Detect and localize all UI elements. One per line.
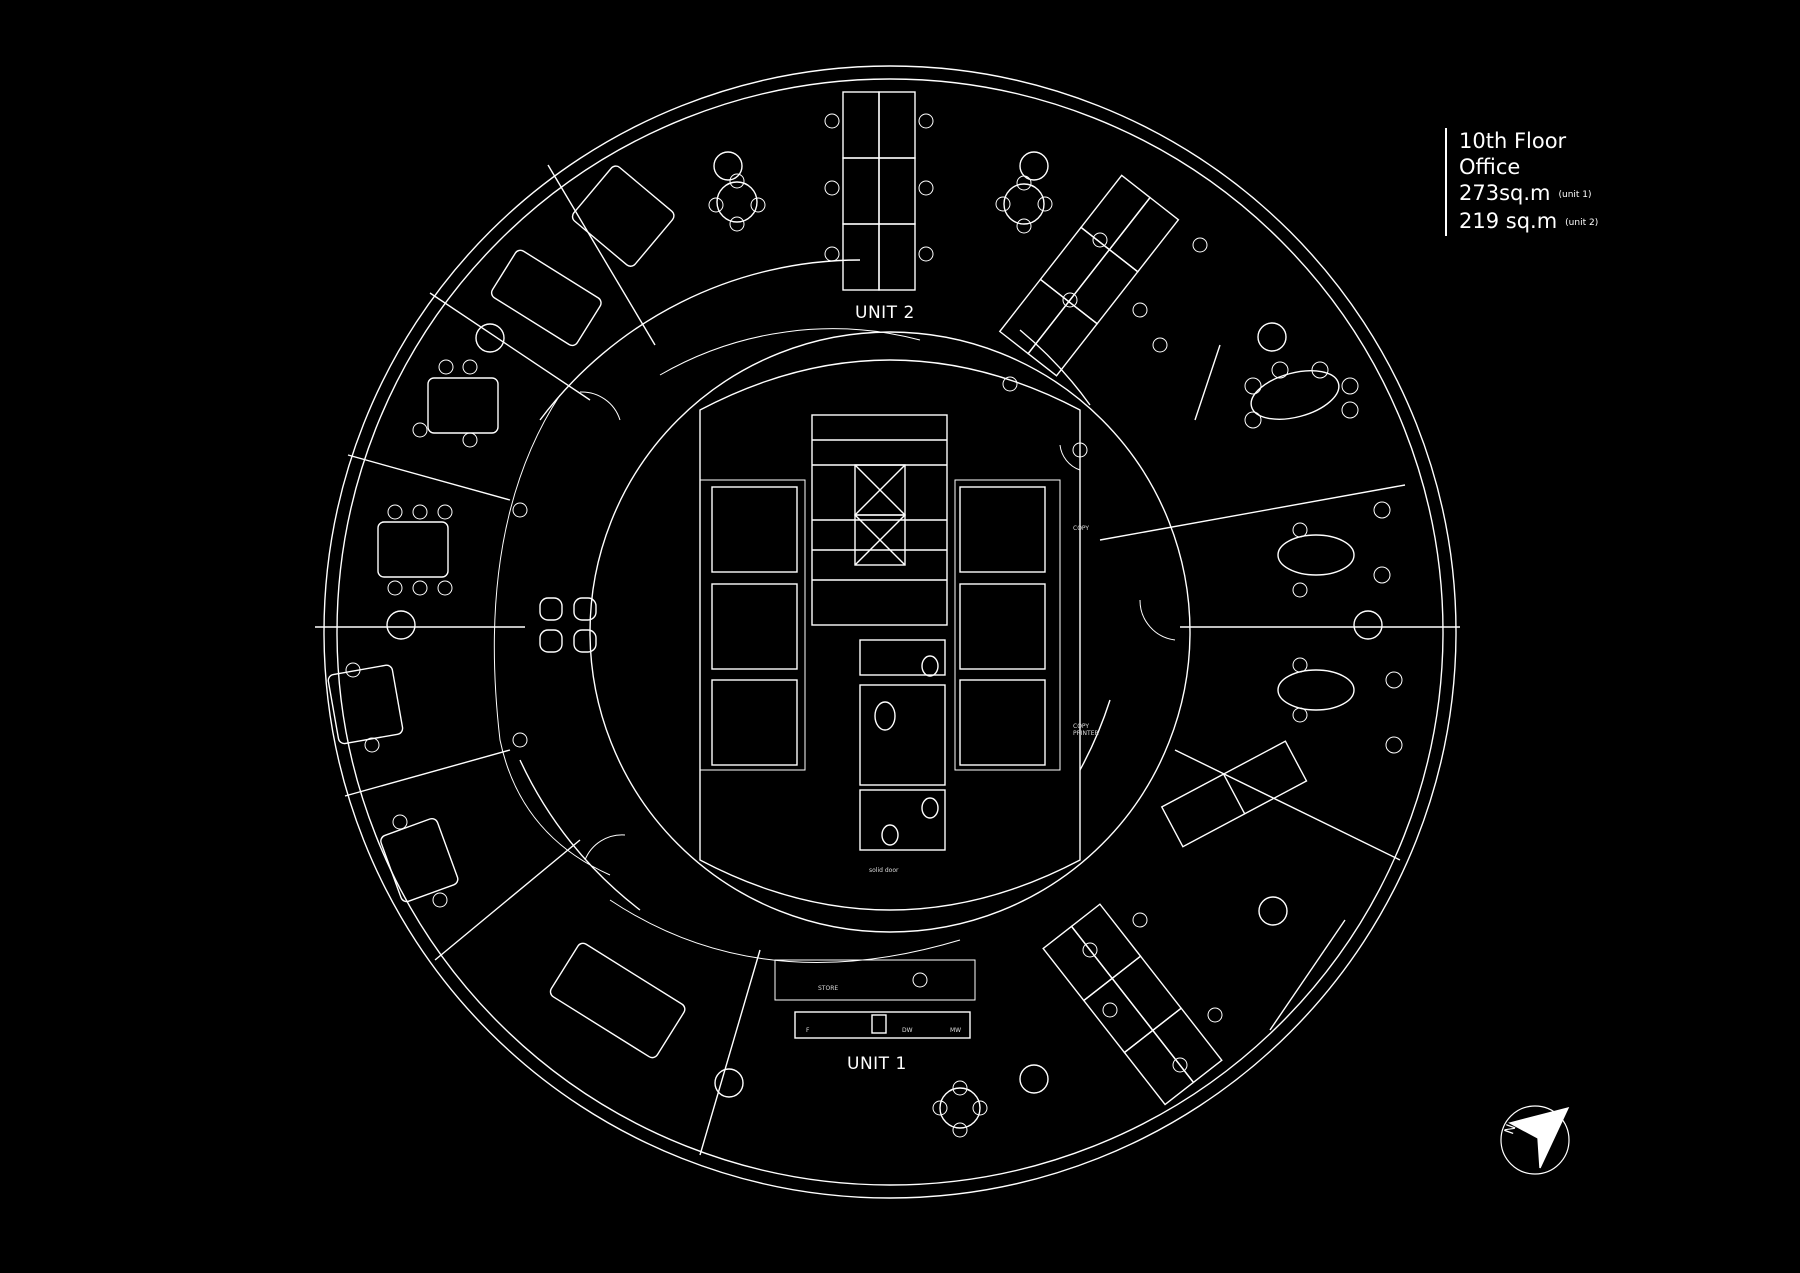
compass-circle: [1500, 1105, 1570, 1175]
copy-printer-label: COPY PRINTER: [1073, 723, 1099, 737]
north-arrow-icon: [1508, 1106, 1570, 1169]
copy-label: COPY: [1073, 525, 1090, 532]
corridor-wall: [539, 259, 861, 421]
legend-use: Office: [1459, 155, 1521, 179]
core: [699, 359, 1081, 911]
unit1-label: UNIT 1: [847, 1054, 907, 1074]
core-ring: [589, 331, 1191, 933]
legend-floor: 10th Floor: [1459, 129, 1567, 153]
outer-wall: [323, 65, 1457, 1199]
legend-unit1-note: (unit 1): [1558, 190, 1592, 200]
store-label: STORE: [818, 985, 839, 992]
dishwasher-label: DW: [902, 1027, 913, 1034]
legend-unit1-area: 273sq.m(unit 1): [1459, 181, 1592, 205]
floor-legend: 10th Floor Office 273sq.m(unit 1) 219 sq…: [1445, 128, 1598, 236]
fridge-label: F: [806, 1027, 810, 1034]
outer-wall-inner: [336, 78, 1444, 1186]
solid-door-label: solid door: [869, 867, 899, 874]
microwave-label: MW: [950, 1027, 962, 1034]
legend-unit2-area: 219 sq.m(unit 2): [1459, 209, 1599, 233]
legend-unit2-note: (unit 2): [1565, 218, 1599, 228]
kitchen-counter: [794, 1011, 971, 1039]
unit2-label: UNIT 2: [855, 303, 915, 323]
